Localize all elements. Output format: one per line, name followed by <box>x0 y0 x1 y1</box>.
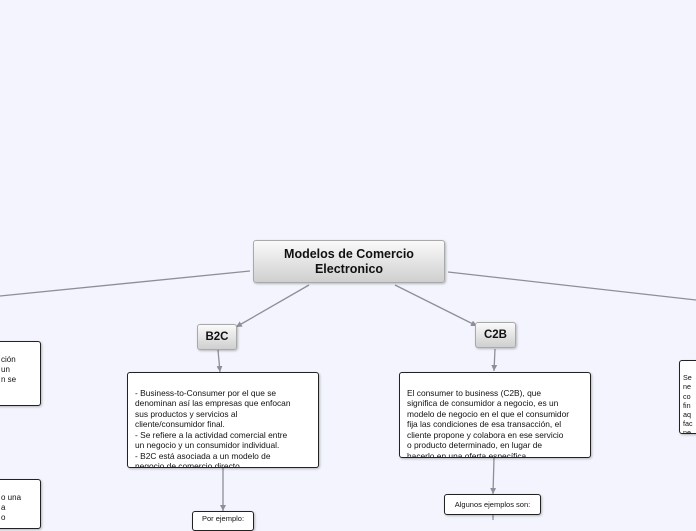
left-lower-card[interactable]: o una a o <box>0 479 41 529</box>
link-root-b2c <box>235 284 310 328</box>
right-card-text: Se ne co fin aq fac ne se <box>683 373 693 434</box>
connector-lines <box>0 270 696 520</box>
c2b-examples-label: Algunos ejemplos son: <box>454 500 531 509</box>
link-c2b-examples <box>490 457 497 495</box>
left-upper-card-text: ción un n se <box>1 355 17 384</box>
left-lower-card-text: o una a o <box>1 493 22 522</box>
central-topic-label: Modelos de Comercio Electronico <box>284 247 414 276</box>
link-root-right <box>447 271 696 301</box>
link-root-left <box>0 270 251 297</box>
b2c-description-text: - Business-to-Consumer por el que se den… <box>135 387 291 468</box>
b2c-examples-node[interactable]: Por ejemplo: <box>192 511 254 531</box>
left-upper-card[interactable]: ción un n se <box>0 341 41 406</box>
topic-b2c-label: B2C <box>205 331 229 343</box>
topic-b2c[interactable]: B2C <box>197 324 237 350</box>
c2b-description-card[interactable]: El consumer to business (C2B), que signi… <box>399 372 591 458</box>
central-topic[interactable]: Modelos de Comercio Electronico <box>253 240 445 283</box>
link-b2c-desc <box>216 349 223 373</box>
right-card[interactable]: Se ne co fin aq fac ne se <box>679 360 696 434</box>
b2c-description-card[interactable]: - Business-to-Consumer por el que se den… <box>127 372 319 468</box>
b2c-examples-label: Por ejemplo: <box>201 514 245 523</box>
link-c2b-desc <box>491 348 498 372</box>
link-root-c2b <box>394 284 478 327</box>
c2b-description-text: El consumer to business (C2B), que signi… <box>407 387 570 458</box>
c2b-examples-node[interactable]: Algunos ejemplos son: <box>444 494 541 515</box>
topic-c2b-label: C2B <box>483 329 507 341</box>
topic-c2b[interactable]: C2B <box>475 322 516 348</box>
